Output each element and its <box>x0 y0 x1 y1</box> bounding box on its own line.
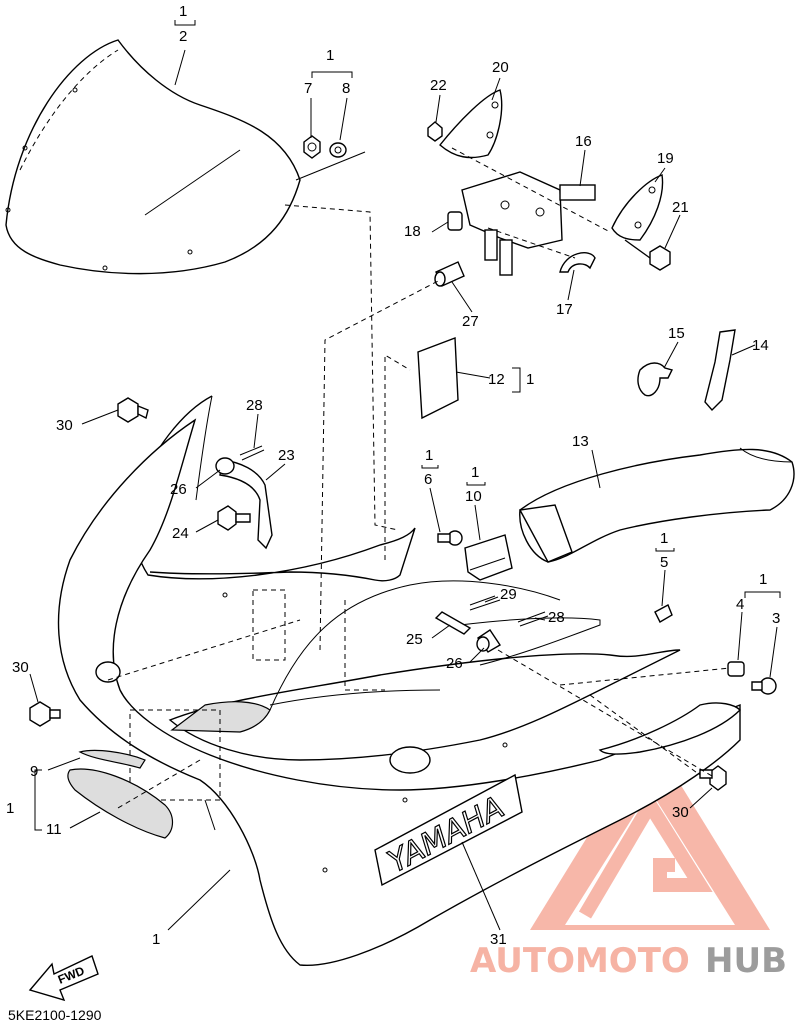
label-3: 3 <box>772 610 780 627</box>
bolt-30-right <box>699 765 727 791</box>
label-8: 8 <box>342 80 350 97</box>
label-11: 11 <box>46 821 62 838</box>
label-1-bottom: 1 <box>152 931 160 948</box>
label-23: 23 <box>278 447 295 464</box>
label-17: 17 <box>556 301 573 318</box>
bolt-30-left <box>29 701 61 727</box>
label-7: 7 <box>304 80 312 97</box>
diagram-code: 5KE2100-1290 <box>8 1007 102 1023</box>
nut-7 <box>303 135 321 159</box>
nut-5 <box>654 604 673 623</box>
label-29: 29 <box>500 586 517 603</box>
screw-3 <box>751 677 777 695</box>
bracket-20 <box>439 89 503 159</box>
main-fairing-1 <box>57 418 741 967</box>
label-20: 20 <box>492 59 509 76</box>
label-15: 15 <box>668 325 685 342</box>
label-28-b: 28 <box>548 609 565 626</box>
label-24: 24 <box>172 525 189 542</box>
screw-6 <box>437 530 463 546</box>
label-12-ref: 1 <box>526 371 534 388</box>
pin-28-lower <box>517 611 549 627</box>
label-1-bolts: 1 <box>326 47 334 64</box>
label-10: 10 <box>465 488 482 505</box>
label-1-5: 1 <box>660 530 668 547</box>
label-1-43: 1 <box>759 571 767 588</box>
pin-28-upper <box>239 445 265 461</box>
air-duct-13 <box>518 447 795 563</box>
label-5: 5 <box>660 554 668 571</box>
panel-11 <box>67 768 174 839</box>
strap-14 <box>704 329 736 412</box>
windscreen <box>5 39 301 275</box>
bracket-10 <box>464 534 513 581</box>
clamp-17 <box>559 252 596 273</box>
watermark-text-primary: AUTOMOTO <box>470 941 690 981</box>
label-9: 9 <box>30 763 38 780</box>
pin-29 <box>469 595 501 611</box>
label-12: 12 <box>488 371 505 388</box>
bracket-19 <box>611 174 664 241</box>
washer-8 <box>329 142 347 158</box>
label-6: 6 <box>424 471 432 488</box>
label-21: 21 <box>672 199 689 216</box>
bracket-23 <box>215 457 273 550</box>
label-26-a: 26 <box>170 481 187 498</box>
label-1-10: 1 <box>471 464 479 481</box>
label-1-top: 1 <box>179 3 187 20</box>
watermark-logo <box>530 735 770 930</box>
label-14: 14 <box>752 337 769 354</box>
label-30-b: 30 <box>12 659 29 676</box>
fwd-arrow: FWD <box>28 955 99 1002</box>
label-18: 18 <box>404 223 421 240</box>
label-26-b: 26 <box>446 655 463 672</box>
label-16: 16 <box>575 133 592 150</box>
bolt-24 <box>217 505 251 531</box>
label-30-c: 30 <box>672 804 689 821</box>
label-19: 19 <box>657 150 674 167</box>
nut-22 <box>427 121 443 142</box>
label-1-left: 1 <box>6 800 14 817</box>
label-22: 22 <box>430 77 447 94</box>
bolt-21 <box>624 239 671 271</box>
label-13: 13 <box>572 433 589 450</box>
plate-12 <box>417 337 459 420</box>
label-30-a: 30 <box>56 417 73 434</box>
label-1-6: 1 <box>425 447 433 464</box>
label-31: 31 <box>490 931 507 948</box>
collar-4 <box>727 661 745 677</box>
stay-16 <box>461 171 596 276</box>
panel-9 <box>78 749 146 769</box>
label-27: 27 <box>462 313 479 330</box>
collar-18 <box>447 211 463 231</box>
collar-25 <box>434 611 472 635</box>
label-25: 25 <box>406 631 423 648</box>
label-28-a: 28 <box>246 397 263 414</box>
clip-15 <box>637 362 674 397</box>
label-4: 4 <box>736 596 744 613</box>
collar-26-lower <box>476 629 501 653</box>
grommet-27 <box>434 261 465 287</box>
label-2: 2 <box>179 28 187 45</box>
watermark-text-secondary: HUB <box>705 941 787 981</box>
bolt-30-upper <box>117 397 149 423</box>
